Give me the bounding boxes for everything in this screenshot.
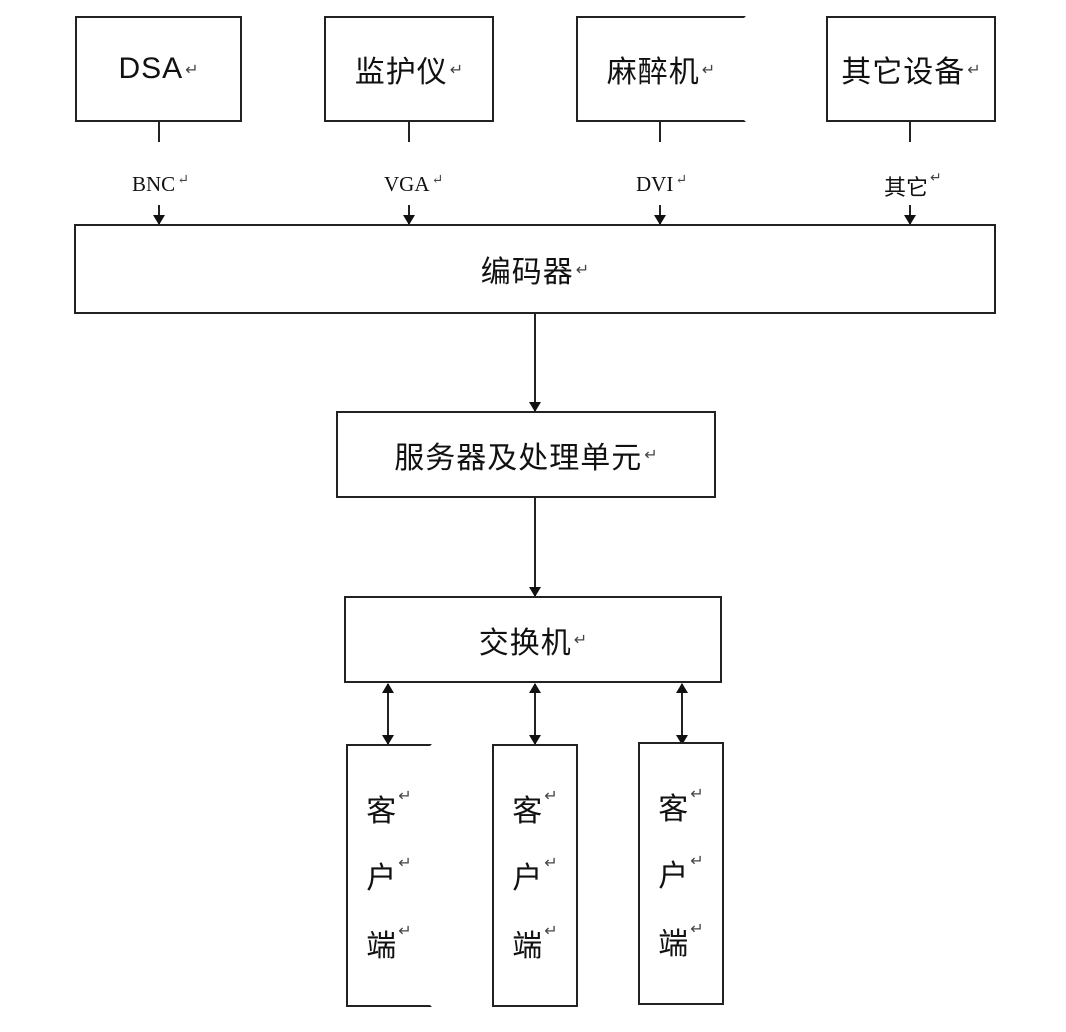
port-bnc-label: BNC <box>132 172 176 196</box>
paragraph-mark-icon: ↵ <box>701 59 716 79</box>
paragraph-mark-icon: ↵ <box>398 853 412 873</box>
source-anesthesia-label: 麻醉机 <box>606 55 700 90</box>
client-3-char-3: 端↵ <box>658 919 704 963</box>
client-1-box: 客↵ 户↵ 端↵ <box>346 744 432 1007</box>
paragraph-mark-icon: ↵ <box>177 173 189 188</box>
client-2-box: 客↵ 户↵ 端↵ <box>492 744 578 1007</box>
paragraph-mark-icon: ↵ <box>930 170 942 186</box>
client-1-char-1: 客↵ <box>366 785 412 829</box>
port-bnc-label-wrap: BNC↵ <box>132 172 189 197</box>
source-anesthesia-box: 麻醉机↵ <box>576 16 746 122</box>
server-label: 服务器及处理单元 <box>394 440 643 476</box>
source-dsa-box: DSA↵ <box>75 16 242 122</box>
port-other-label: 其它 <box>884 176 929 201</box>
switch-box: 交换机↵ <box>344 596 722 683</box>
paragraph-mark-icon: ↵ <box>544 921 558 941</box>
encoder-label: 编码器 <box>480 255 574 290</box>
port-other-label-wrap: 其它↵ <box>884 170 942 202</box>
port-dvi-label: DVI <box>636 172 674 196</box>
switch-label: 交换机 <box>478 625 572 661</box>
paragraph-mark-icon: ↵ <box>544 785 558 805</box>
paragraph-mark-icon: ↵ <box>690 851 704 871</box>
paragraph-mark-icon: ↵ <box>575 259 590 279</box>
paragraph-mark-icon: ↵ <box>690 783 704 803</box>
paragraph-mark-icon: ↵ <box>398 785 412 805</box>
paragraph-mark-icon: ↵ <box>967 59 981 79</box>
source-other-device-label: 其它设备 <box>841 55 966 90</box>
paragraph-mark-icon: ↵ <box>431 173 444 188</box>
paragraph-mark-icon: ↵ <box>675 173 688 188</box>
port-dvi-label-wrap: DVI↵ <box>636 172 687 197</box>
source-monitor-box: 监护仪↵ <box>324 16 494 122</box>
client-1-char-3: 端↵ <box>366 921 412 965</box>
client-2-char-1: 客↵ <box>512 785 558 829</box>
source-dsa-label: DSA <box>118 52 184 85</box>
paragraph-mark-icon: ↵ <box>644 445 658 464</box>
client-1-char-2: 户↵ <box>366 853 412 897</box>
source-monitor-label: 监护仪 <box>354 55 448 90</box>
client-3-char-2: 户↵ <box>658 851 704 895</box>
paragraph-mark-icon: ↵ <box>449 59 464 79</box>
paragraph-mark-icon: ↵ <box>185 59 199 79</box>
port-vga-label-wrap: VGA↵ <box>384 172 443 197</box>
client-3-box: 客↵ 户↵ 端↵ <box>638 742 724 1005</box>
encoder-box: 编码器↵ <box>74 224 996 314</box>
port-vga-label: VGA <box>384 172 430 196</box>
paragraph-mark-icon: ↵ <box>398 921 412 941</box>
client-2-char-3: 端↵ <box>512 921 558 965</box>
paragraph-mark-icon: ↵ <box>690 919 704 939</box>
paragraph-mark-icon: ↵ <box>544 853 558 873</box>
paragraph-mark-icon: ↵ <box>573 630 588 649</box>
server-box: 服务器及处理单元↵ <box>336 411 716 498</box>
source-other-device-box: 其它设备↵ <box>826 16 996 122</box>
client-3-char-1: 客↵ <box>658 783 704 827</box>
client-2-char-2: 户↵ <box>512 853 558 897</box>
